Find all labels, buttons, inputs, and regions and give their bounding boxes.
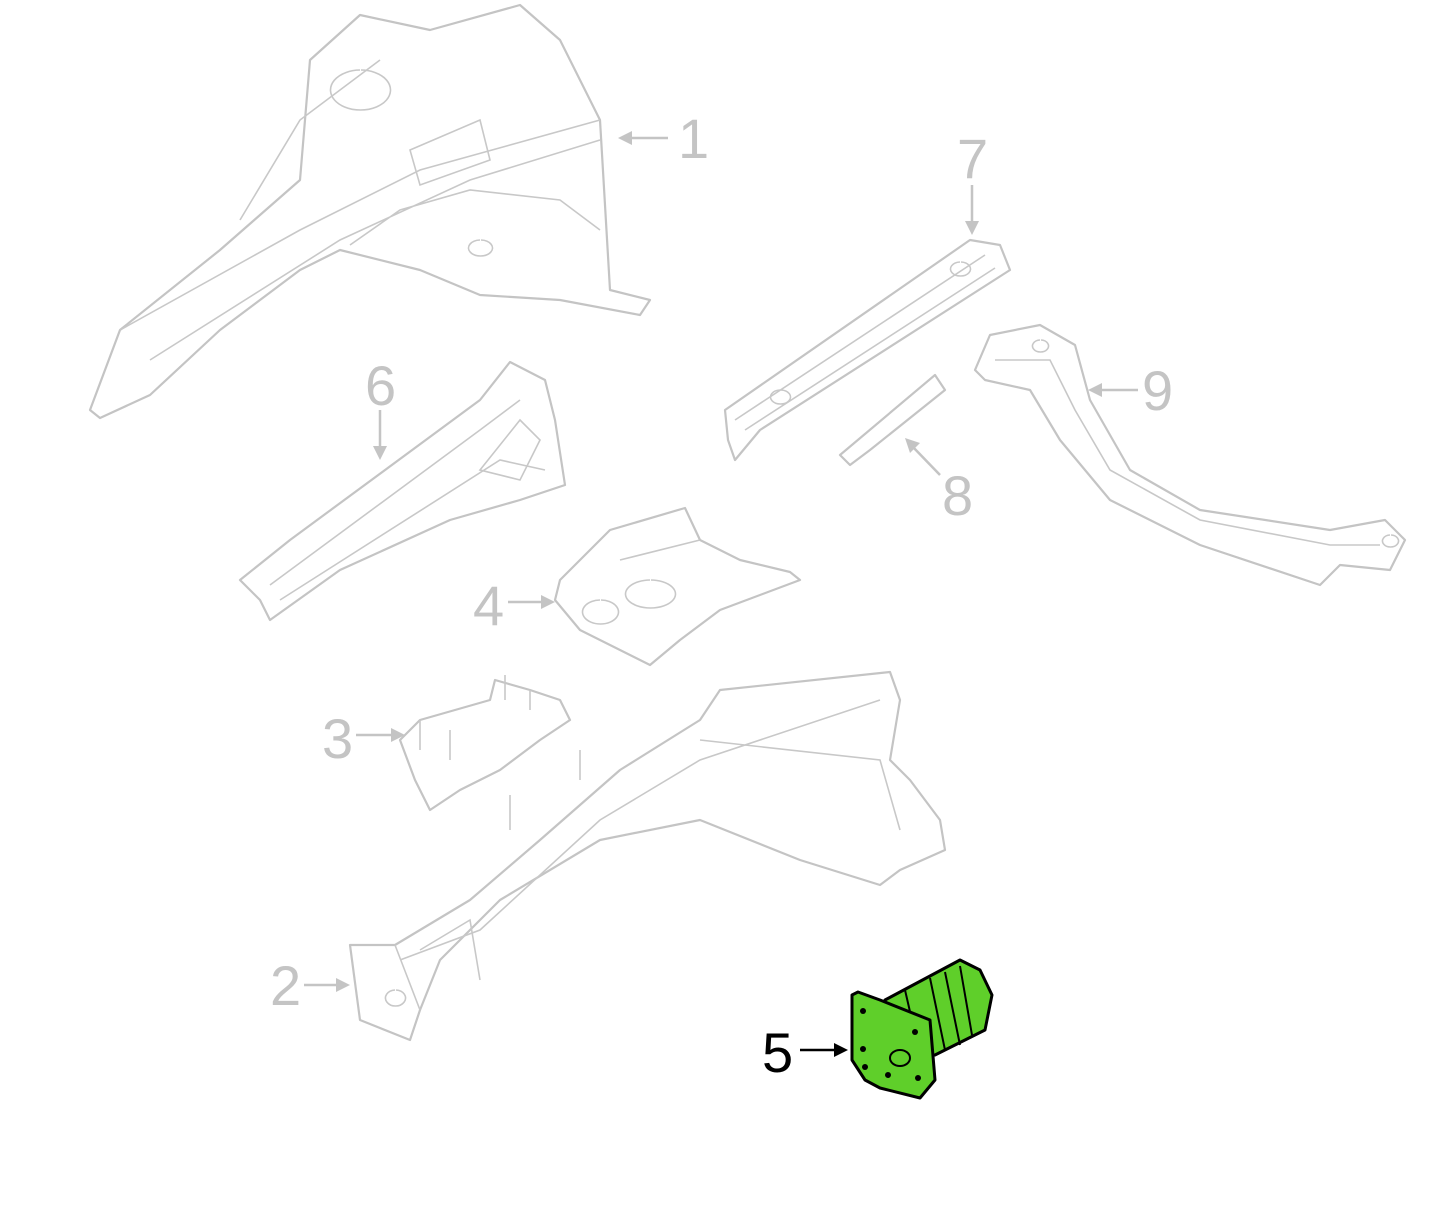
label-5: 5 — [762, 1021, 793, 1084]
label-3: 3 — [322, 707, 353, 770]
callout-1: 1 — [618, 107, 709, 170]
callout-5: 5 — [762, 1021, 848, 1084]
callout-6: 6 — [365, 354, 396, 460]
part-2-frame-rail[interactable] — [348, 670, 947, 1042]
callout-4: 4 — [473, 574, 555, 637]
callout-2: 2 — [270, 954, 350, 1017]
callout-9: 9 — [1088, 359, 1173, 422]
callout-8: 8 — [905, 438, 973, 527]
label-1: 1 — [678, 107, 709, 170]
part-7-rail[interactable] — [723, 238, 1012, 462]
label-2: 2 — [270, 954, 301, 1017]
part-9-crossmember[interactable] — [973, 323, 1407, 587]
label-6: 6 — [365, 354, 396, 417]
part-3-bracket[interactable] — [398, 675, 572, 812]
part-8-bracket[interactable] — [838, 373, 947, 467]
part-4-mount[interactable] — [553, 506, 802, 667]
label-4: 4 — [473, 574, 504, 637]
label-9: 9 — [1142, 359, 1173, 422]
part-5-crash-box-highlighted[interactable] — [850, 958, 994, 1100]
callout-7: 7 — [957, 127, 988, 235]
part-6-member[interactable] — [238, 360, 567, 622]
label-8: 8 — [942, 464, 973, 527]
callout-3: 3 — [322, 707, 405, 770]
part-1-apron[interactable] — [88, 3, 652, 420]
label-7: 7 — [957, 127, 988, 190]
